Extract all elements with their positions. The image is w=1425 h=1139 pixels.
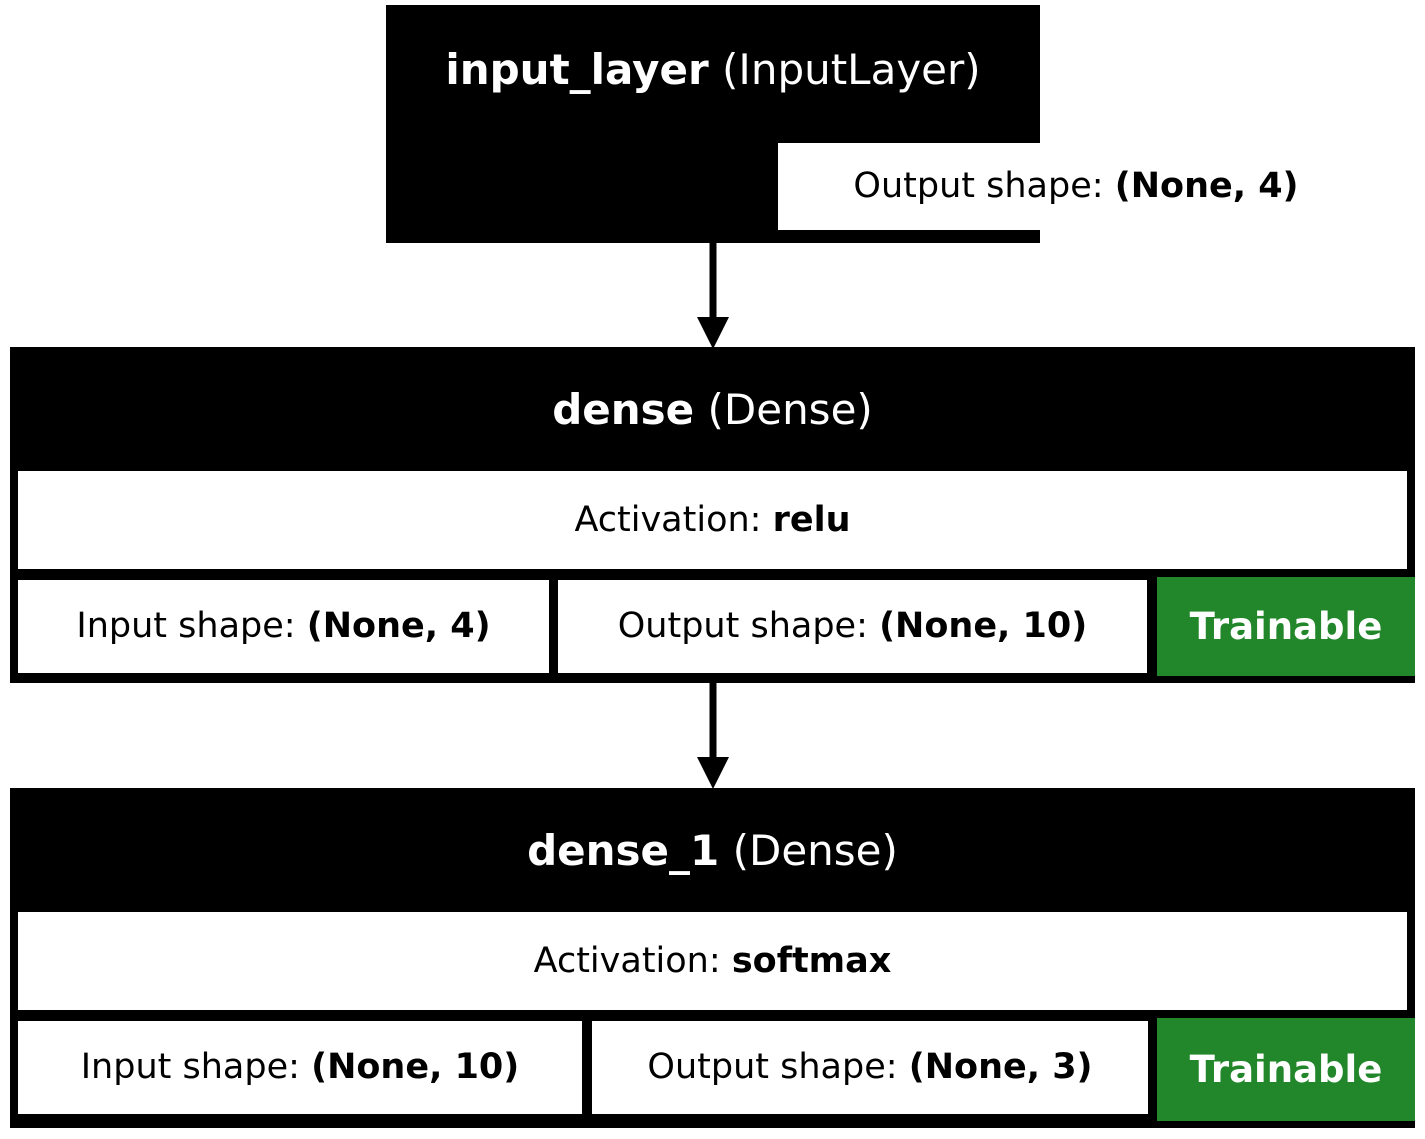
- dense-activation-cell: Activation: relu: [18, 471, 1407, 569]
- dense-1-input-shape-cell: Input shape: (None, 10): [18, 1021, 582, 1114]
- node-input-layer-title: input_layer (InputLayer): [386, 49, 1040, 91]
- dense-1-input-shape-value: (None, 10): [311, 1047, 520, 1087]
- input-layer-output-shape-label: Output shape:: [853, 166, 1104, 206]
- dense-output-shape-label: Output shape:: [617, 606, 868, 646]
- dense-trainable-label: Trainable: [1189, 605, 1383, 648]
- node-input-layer-class: (InputLayer): [722, 45, 981, 94]
- dense-1-activation-label: Activation:: [533, 940, 721, 981]
- node-dense-1[interactable]: dense_1 (Dense) Activation: softmax Inpu…: [10, 788, 1415, 1128]
- dense-1-output-shape-label: Output shape:: [647, 1047, 898, 1087]
- node-dense-class: (Dense): [707, 385, 873, 434]
- dense-1-activation-cell: Activation: softmax: [18, 912, 1407, 1010]
- dense-activation-value: relu: [772, 499, 851, 540]
- input-layer-output-shape-value: (None, 4): [1114, 166, 1299, 206]
- node-dense[interactable]: dense (Dense) Activation: relu Input sha…: [10, 347, 1415, 683]
- dense-input-shape-cell: Input shape: (None, 4): [18, 580, 549, 673]
- dense-1-activation-value: softmax: [731, 940, 892, 981]
- node-dense-1-title: dense_1 (Dense): [10, 830, 1415, 872]
- dense-input-shape-value: (None, 4): [306, 606, 491, 646]
- edge-dense-to-dense-1: [690, 681, 736, 791]
- node-input-layer-name: input_layer: [445, 45, 709, 94]
- input-layer-output-shape-cell: Output shape: (None, 4): [778, 143, 1374, 230]
- dense-output-shape-cell: Output shape: (None, 10): [558, 580, 1147, 673]
- dense-activation-label: Activation:: [574, 499, 762, 540]
- node-dense-1-name: dense_1: [527, 826, 720, 875]
- node-dense-name: dense: [552, 385, 695, 434]
- dense-1-input-shape-label: Input shape:: [80, 1047, 300, 1087]
- dense-input-shape-label: Input shape:: [76, 606, 296, 646]
- dense-output-shape-value: (None, 10): [879, 606, 1088, 646]
- edge-input-layer-to-dense: [690, 241, 736, 351]
- dense-trainable-badge: Trainable: [1157, 577, 1415, 676]
- node-dense-title: dense (Dense): [10, 389, 1415, 431]
- node-dense-1-class: (Dense): [732, 826, 898, 875]
- dense-1-trainable-label: Trainable: [1189, 1048, 1383, 1091]
- node-input-layer[interactable]: input_layer (InputLayer) Output shape: (…: [386, 5, 1374, 243]
- dense-1-output-shape-value: (None, 3): [908, 1047, 1093, 1087]
- dense-1-output-shape-cell: Output shape: (None, 3): [592, 1021, 1148, 1114]
- dense-1-trainable-badge: Trainable: [1157, 1018, 1415, 1121]
